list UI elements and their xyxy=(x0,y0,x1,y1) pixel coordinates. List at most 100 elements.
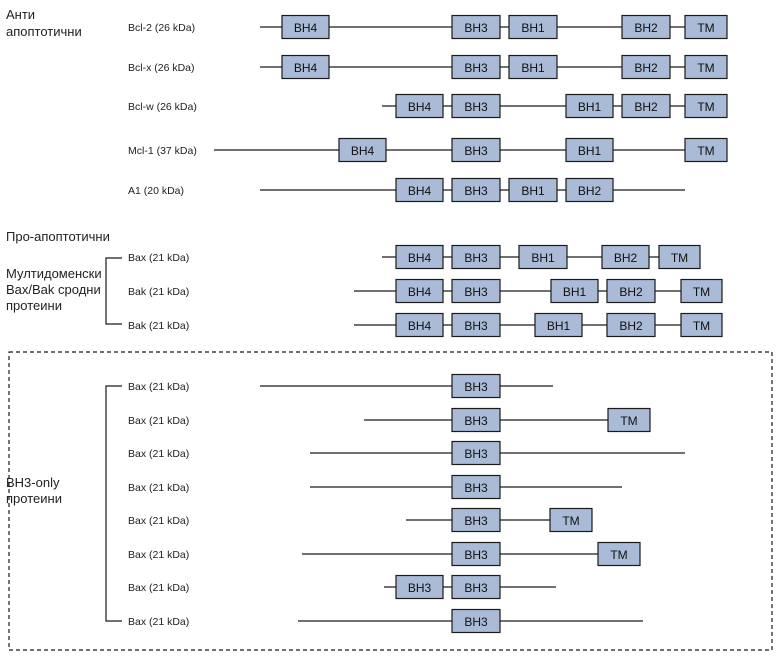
domain-label: BH4 xyxy=(408,100,432,114)
domain-box-bh2 xyxy=(621,93,671,119)
domain-label: BH3 xyxy=(464,144,488,158)
bracket-multidomain xyxy=(105,257,122,325)
domain-label: BH2 xyxy=(614,251,638,265)
domain-box-bh3 xyxy=(451,312,501,338)
domain-label: BH1 xyxy=(521,184,545,198)
domain-label: TM xyxy=(693,319,710,333)
domain-box-bh1 xyxy=(550,278,599,304)
domain-label: BH4 xyxy=(294,21,318,35)
domain-label: TM xyxy=(562,514,579,528)
protein-label: Bax (21 kDa) xyxy=(128,448,189,460)
domain-box-bh3 xyxy=(451,278,501,304)
protein-row: A1 (20 kDa) BH4 BH3 BH1 BH2 xyxy=(128,177,685,203)
protein-label: A1 (20 kDa) xyxy=(128,185,184,197)
domain-box-tm xyxy=(684,54,728,80)
protein-row: Bax (21 kDa) BH3 xyxy=(128,440,685,466)
domain-box-bh1 xyxy=(565,137,614,163)
domain-box-bh2 xyxy=(606,278,656,304)
domain-box-bh3 xyxy=(395,574,444,600)
protein-label: Bax (21 kDa) xyxy=(128,252,189,264)
domain-box-bh3 xyxy=(451,14,501,40)
protein-label: Bcl-2 (26 kDa) xyxy=(128,22,195,34)
domain-label: TM xyxy=(693,285,710,299)
domain-box-bh1 xyxy=(508,14,558,40)
group-label-anti-line1: Анти xyxy=(6,7,35,22)
protein-label: Bcl-x (26 kDa) xyxy=(128,62,195,74)
protein-label: Bak (21 kDa) xyxy=(128,286,189,298)
domain-label: BH3 xyxy=(464,514,488,528)
protein-label: Bax (21 kDa) xyxy=(128,582,189,594)
domain-box-tm xyxy=(549,507,593,533)
domain-box-tm xyxy=(684,14,728,40)
protein-label: Bax (21 kDa) xyxy=(128,549,189,561)
domain-box-bh4 xyxy=(395,93,444,119)
domain-box-bh4 xyxy=(281,14,330,40)
domain-box-tm xyxy=(680,312,723,338)
protein-label: Mcl-1 (37 kDa) xyxy=(128,145,197,157)
domain-box-bh3 xyxy=(451,474,501,500)
domain-label: BH3 xyxy=(464,285,488,299)
domain-label: BH3 xyxy=(464,100,488,114)
group-label-pro: Про-апоптотични xyxy=(6,229,110,244)
group-label-multi-line2: Bax/Bak сродни xyxy=(6,282,101,297)
group-label-bh3-line2: протеини xyxy=(6,491,62,506)
domain-box-bh3 xyxy=(451,440,501,466)
domain-label: BH2 xyxy=(634,21,658,35)
bracket-bh3-only xyxy=(105,385,122,622)
domain-box-bh3 xyxy=(451,93,501,119)
protein-label: Bax (21 kDa) xyxy=(128,415,189,427)
domain-label: TM xyxy=(697,61,714,75)
protein-label: Bak (21 kDa) xyxy=(128,320,189,332)
domain-label: BH2 xyxy=(619,319,643,333)
domain-box-bh4 xyxy=(395,177,444,203)
domain-label: BH1 xyxy=(563,285,587,299)
group-label-multi-line3: протеини xyxy=(6,298,62,313)
protein-row: Bax (21 kDa)BH3 xyxy=(128,373,553,399)
domain-label: BH2 xyxy=(578,184,602,198)
domain-box-tm xyxy=(607,407,651,433)
domain-label: BH3 xyxy=(464,184,488,198)
group-label-multi-line1: Мултидоменски xyxy=(6,266,102,281)
domain-label: BH1 xyxy=(578,100,602,114)
domain-box-bh3 xyxy=(451,244,501,270)
domain-box-bh3 xyxy=(451,137,501,163)
domain-label: BH1 xyxy=(521,21,545,35)
domain-box-bh4 xyxy=(281,54,330,80)
domain-box-tm xyxy=(680,278,723,304)
domain-label: BH4 xyxy=(408,184,432,198)
domain-box-bh1 xyxy=(565,93,614,119)
domain-box-tm xyxy=(684,137,728,163)
domain-box-bh3 xyxy=(451,507,501,533)
domain-box-bh3 xyxy=(451,608,501,634)
domain-box-bh3 xyxy=(451,574,501,600)
domain-label: BH3 xyxy=(464,447,488,461)
domain-label: BH2 xyxy=(634,100,658,114)
domain-box-bh4 xyxy=(395,244,444,270)
protein-label: Bcl-w (26 kDa) xyxy=(128,101,197,113)
domain-label: BH3 xyxy=(464,615,488,629)
domain-box-bh2 xyxy=(601,244,650,270)
domain-label: BH1 xyxy=(531,251,555,265)
domain-box-tm xyxy=(658,244,701,270)
domain-box-bh1 xyxy=(518,244,568,270)
domain-box-bh1 xyxy=(508,177,558,203)
domain-label: BH3 xyxy=(464,481,488,495)
domain-box-bh2 xyxy=(606,312,656,338)
domain-label: BH4 xyxy=(408,285,432,299)
group-label-bh3-line1: BH3-only xyxy=(6,475,60,490)
domain-box-bh4 xyxy=(395,312,444,338)
domain-label: BH3 xyxy=(464,319,488,333)
group-label-anti-line2: апоптотични xyxy=(6,24,82,39)
domain-box-bh2 xyxy=(621,14,671,40)
domain-label: BH3 xyxy=(464,380,488,394)
